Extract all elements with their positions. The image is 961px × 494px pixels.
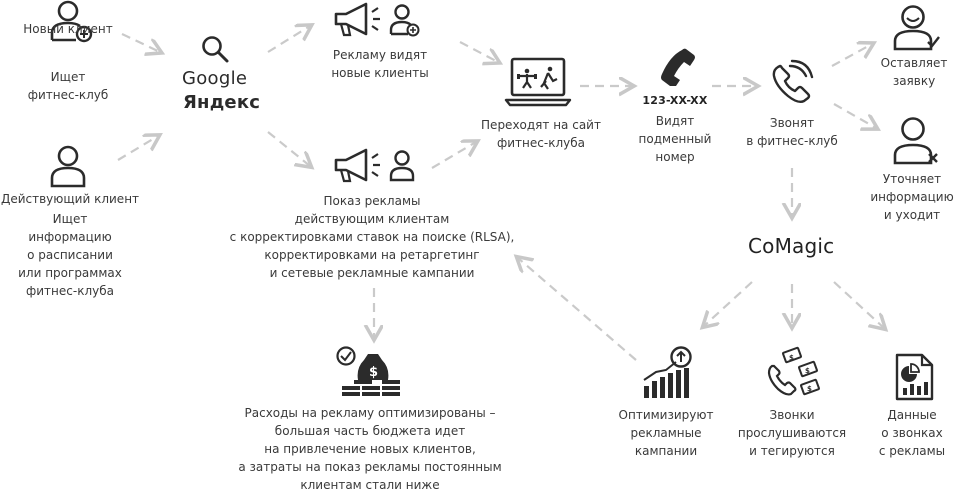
money-stack-icon: $	[336, 346, 400, 396]
clarify-leave-label: Уточняет информацию и уходит	[870, 172, 954, 222]
phone-money-icon: $ $ $	[767, 346, 820, 396]
arrow-comagic-to-optimize	[704, 281, 753, 326]
phone-label: Видят подменный номер	[638, 114, 712, 164]
arrow-optimize-to-ads	[518, 258, 637, 361]
arrow-existing-to-search	[117, 136, 158, 161]
arrow-new-to-search	[121, 33, 160, 52]
leave-request-label: Оставляет заявку	[880, 56, 948, 88]
calls-listened-label: Звонки прослушиваются и тегируются	[737, 408, 847, 458]
arrow-call-to-clarify	[833, 103, 876, 128]
arrow-call-to-request	[831, 44, 872, 67]
arrow-search-to-ads-existing	[267, 131, 310, 166]
report-icon	[895, 353, 934, 401]
megaphone-icon	[334, 2, 420, 37]
svg-text:$: $	[369, 365, 378, 380]
call-label: Звонят в фитнес-клуб	[746, 116, 838, 148]
new-client-desc: Ищет фитнес-клуб	[27, 70, 109, 102]
megaphone-icon	[334, 148, 415, 183]
ads-existing-label: Показ рекламы действующим клиентам с кор…	[229, 194, 515, 280]
arrow-ads-existing-to-site	[431, 142, 476, 169]
growth-chart-icon	[643, 346, 692, 398]
arrow-search-to-ads-new	[267, 26, 310, 53]
new-client-icon	[50, 0, 93, 43]
arrow-ads-new-to-site	[459, 41, 498, 62]
ads-new-label: Рекламу видят новые клиенты	[331, 48, 429, 80]
existing-client-desc: Ищет информацию о расписании или програм…	[18, 212, 122, 298]
existing-client-title: Действующий клиент	[0, 192, 140, 206]
laptop-icon	[504, 57, 572, 107]
comagic-logo: CoMagic	[748, 234, 835, 258]
user-check-icon	[893, 5, 940, 51]
phone-number: 123-XX-XX	[642, 94, 708, 107]
call-icon	[772, 59, 814, 104]
arrow-comagic-to-data	[833, 281, 884, 328]
optimize-campaigns-label: Оптимизируют рекламные кампании	[618, 408, 714, 458]
google-logo: Google	[182, 68, 248, 89]
call-data-label: Данные о звонках с рекламы	[878, 408, 946, 458]
existing-client-icon	[50, 145, 86, 188]
user-x-icon	[893, 117, 938, 165]
svg-text:$: $	[805, 367, 810, 375]
svg-text:$: $	[807, 385, 812, 393]
yandex-logo: Яндекс	[183, 92, 261, 113]
site-visit-label: Переходят на сайт фитнес-клуба	[481, 118, 601, 150]
search-icon	[202, 36, 229, 63]
svg-text:$: $	[789, 354, 794, 362]
result-label: Расходы на рекламу оптимизированы – боль…	[238, 406, 502, 492]
new-client-title: Новый клиент	[23, 22, 113, 36]
phone-icon	[661, 48, 695, 86]
